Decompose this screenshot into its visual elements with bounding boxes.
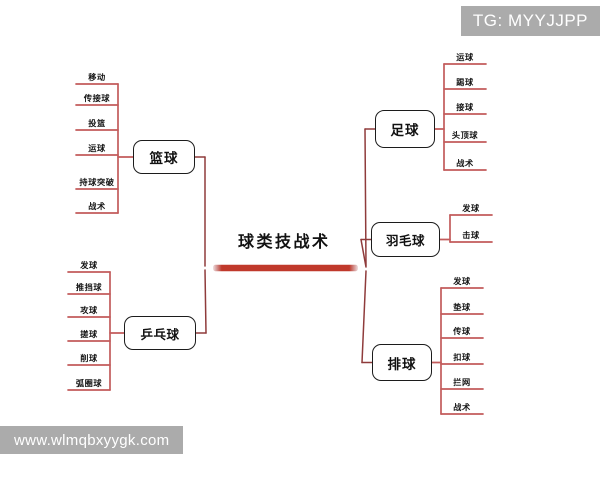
- leaf-label-table-tennis-3[interactable]: 搓球: [80, 330, 98, 339]
- leaf-label-basketball-2[interactable]: 投篮: [88, 119, 106, 128]
- branch-node-label: 排球: [387, 356, 417, 372]
- branch-node-label: 乒乓球: [140, 327, 180, 342]
- branch-node-volleyball[interactable]: 排球: [372, 344, 432, 381]
- leaf-label-basketball-4[interactable]: 持球突破: [79, 178, 115, 187]
- leaf-label-volleyball-4[interactable]: 拦网: [453, 378, 471, 387]
- url-watermark: www.wlmqbxyygk.com: [0, 426, 184, 454]
- leaf-label-volleyball-1[interactable]: 垫球: [453, 303, 471, 312]
- center-topic-label: 球类技战术: [238, 234, 331, 251]
- leaf-label-football-1[interactable]: 踢球: [456, 78, 474, 87]
- branch-node-label: 足球: [390, 123, 420, 138]
- branch-connector-table-tennis: [204, 269, 207, 334]
- branch-node-table-tennis[interactable]: 乒乓球: [124, 316, 196, 350]
- leaf-label-table-tennis-5[interactable]: 弧圈球: [75, 379, 103, 388]
- leaf-label-table-tennis-2[interactable]: 攻球: [80, 306, 98, 315]
- leaf-label-football-3[interactable]: 头顶球: [451, 131, 479, 140]
- branch-node-label: 羽毛球: [385, 234, 425, 248]
- central-spine: [213, 264, 358, 272]
- leaf-label-basketball-3[interactable]: 运球: [88, 144, 106, 153]
- branch-node-badminton[interactable]: 羽毛球: [371, 222, 440, 257]
- leaf-label-basketball-1[interactable]: 传接球: [83, 94, 111, 103]
- leaf-label-table-tennis-4[interactable]: 削球: [80, 354, 98, 363]
- leaf-label-football-2[interactable]: 接球: [456, 103, 474, 112]
- leaf-label-badminton-0[interactable]: 发球: [462, 204, 480, 213]
- leaf-label-basketball-0[interactable]: 移动: [88, 73, 106, 82]
- leaf-label-volleyball-2[interactable]: 传球: [453, 327, 471, 336]
- leaf-label-football-0[interactable]: 运球: [456, 53, 474, 62]
- branch-node-basketball[interactable]: 篮球: [133, 140, 195, 174]
- telegram-watermark: TG: MYYJJPP: [460, 6, 600, 36]
- branch-connector-volleyball: [361, 270, 367, 364]
- leaf-label-table-tennis-0[interactable]: 发球: [80, 261, 98, 270]
- leaf-label-football-4[interactable]: 战术: [456, 159, 474, 168]
- branch-node-football[interactable]: 足球: [375, 110, 435, 148]
- leaf-label-table-tennis-1[interactable]: 推挡球: [75, 283, 103, 292]
- branch-connector-football: [364, 128, 367, 267]
- leaf-label-volleyball-0[interactable]: 发球: [453, 277, 471, 286]
- leaf-label-volleyball-5[interactable]: 战术: [453, 403, 471, 412]
- branch-node-label: 篮球: [149, 151, 179, 166]
- branch-connector-badminton: [360, 238, 367, 268]
- leaf-label-basketball-5[interactable]: 战术: [88, 202, 106, 211]
- leaf-label-badminton-1[interactable]: 击球: [462, 231, 480, 240]
- leaf-label-volleyball-3[interactable]: 扣球: [453, 353, 471, 362]
